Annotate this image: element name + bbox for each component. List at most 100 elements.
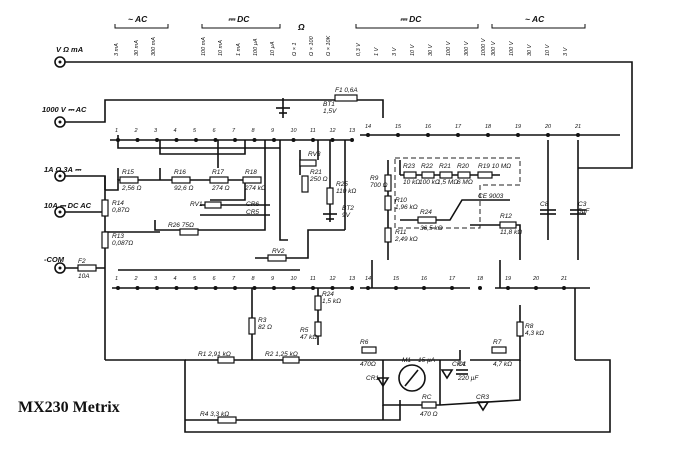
diode-cr1 <box>376 377 390 388</box>
switch-contact-number: 21 <box>560 276 567 282</box>
switch-contact-number: 21 <box>574 124 581 130</box>
components <box>77 94 586 424</box>
switch-contact-number: 15 <box>395 124 402 130</box>
switch-contact <box>291 286 296 290</box>
label-r9: R9 <box>370 175 379 182</box>
label-r13: R13 <box>112 233 124 240</box>
switch-contact <box>272 138 276 142</box>
resistor-r21 <box>301 175 309 193</box>
switch-contact <box>576 133 580 137</box>
switch-contact-number: 18 <box>477 276 484 282</box>
switch-contact-number: 3 <box>154 276 158 282</box>
range-label: Ω × 100 <box>309 35 315 56</box>
switch-contact <box>194 286 198 290</box>
resistor-r20 <box>457 171 471 179</box>
label-r11: R11 <box>395 229 407 236</box>
range-group-title: ~ AC <box>525 14 545 24</box>
switch-contact <box>233 138 237 142</box>
switch-contact-number: 9 <box>271 128 274 134</box>
switch-contact-number: 14 <box>365 276 371 282</box>
switch-contact-number: 4 <box>174 276 177 282</box>
label-rc-value: 470 Ω <box>420 411 438 418</box>
switch-contact-number: 18 <box>485 124 492 130</box>
trimmer-r6 <box>361 346 377 354</box>
resistor-r8 <box>516 321 524 337</box>
switch-contact-number: 11 <box>310 276 316 282</box>
range-label: 3 mA <box>114 43 120 56</box>
label-cr3: CR3 <box>476 394 489 401</box>
switch-contact <box>546 133 550 137</box>
range-label: 0,3 V <box>356 42 362 56</box>
diagram-caption: MX230 Metrix <box>18 399 120 416</box>
switch-contact <box>194 138 198 142</box>
switch-contact <box>396 133 400 137</box>
switch-contact-number: 20 <box>532 276 540 282</box>
input-label: -COM <box>44 255 65 264</box>
label-r17: R17 <box>212 169 224 176</box>
label-r19: R19 10 MΩ <box>478 163 511 170</box>
label-r16-value: 92,6 Ω <box>174 185 193 192</box>
label-r1: R1 2,91 kΩ <box>198 351 231 358</box>
resistor-r19 <box>477 171 493 179</box>
range-group-title: Ω <box>297 22 305 32</box>
resistor-r11 <box>384 227 392 243</box>
resistor-r24 <box>417 216 437 224</box>
resistor-r24-small <box>314 295 322 311</box>
label-r25: R25 <box>336 181 348 188</box>
label-r6: R6 <box>360 339 369 346</box>
resistor-rc <box>421 401 437 409</box>
resistor-r1 <box>217 356 235 364</box>
switch-contact <box>366 286 370 290</box>
switch-contact <box>272 286 276 290</box>
label-r24: R24 <box>420 209 432 216</box>
range-group-title: ~ AC <box>128 14 148 24</box>
resistor-r21b <box>439 171 453 179</box>
range-label: 300 V <box>464 40 470 56</box>
switch-contact-number: 7 <box>232 276 236 282</box>
switch-contact <box>516 133 520 137</box>
label-cr1: CR1 <box>366 375 379 382</box>
range-label: 10 V <box>410 43 416 56</box>
switch-contact <box>350 286 354 290</box>
switch-contact-number: 4 <box>174 128 177 134</box>
resistor-r5 <box>314 321 322 337</box>
label-r5: R5 <box>300 327 309 334</box>
switch-contact-number: 2 <box>134 128 138 134</box>
range-label: 30 mA <box>134 40 140 56</box>
range-label: 1000 V <box>481 37 487 56</box>
label-r17-value: 274 Ω <box>211 185 230 192</box>
label-r3-value: 82 Ω <box>258 324 272 331</box>
switch-contact <box>291 138 296 142</box>
switch-contact-number: 13 <box>349 128 356 134</box>
switch-contact-number: 7 <box>232 128 236 134</box>
switch-contact-number: 17 <box>455 124 462 130</box>
resistor-r15 <box>119 176 139 184</box>
label-rc: RC <box>422 394 432 401</box>
label-rv2: RV2 <box>272 248 285 255</box>
range-group-title: ⎓ DC <box>400 14 422 24</box>
label-r24-small: R24 <box>322 291 334 298</box>
resistor-r4 <box>217 416 237 424</box>
range-label: 1 mA <box>236 43 242 56</box>
range-label: Ω × 1 <box>292 42 298 56</box>
label-r18-value: 274 kΩ <box>244 185 266 192</box>
switch-contact-number: 19 <box>505 276 511 282</box>
label-r10: R10 <box>395 197 407 204</box>
label-c3: C3 <box>578 201 587 208</box>
label-r20-value: 6 MΩ <box>457 179 473 186</box>
switch-contact <box>366 133 370 137</box>
label-bt2: BT2 <box>342 205 354 212</box>
trimmer-r7 <box>491 346 507 354</box>
label-c8: C8 <box>540 201 549 208</box>
resistor-r18 <box>242 176 262 184</box>
label-m1: M1 <box>402 357 411 364</box>
switch-contact-number: 5 <box>193 276 197 282</box>
resistor-r26 <box>179 228 199 236</box>
label-r12-value: 11,8 kΩ <box>500 229 522 236</box>
label-r15: R15 <box>122 169 134 176</box>
resistor-r17 <box>209 176 229 184</box>
input-label: 1A Ω 3A ⎓ <box>44 165 82 174</box>
range-label: 1 V <box>374 46 380 56</box>
